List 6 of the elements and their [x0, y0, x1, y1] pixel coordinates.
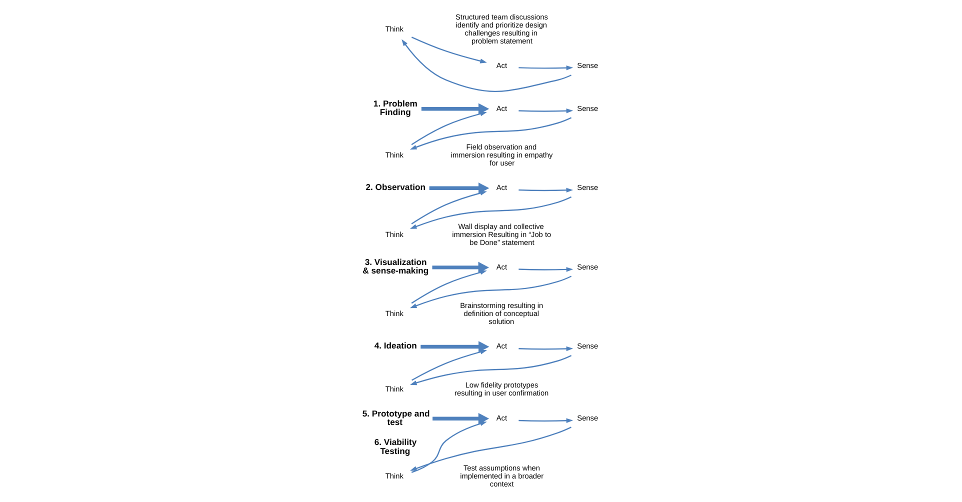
node-text: 6. Viability Testing [374, 437, 417, 456]
node-text: 4. Ideation [374, 340, 417, 350]
node-text: 1. Problem Finding [373, 98, 418, 118]
node-text: 2. Observation [366, 182, 426, 192]
node-text: 3. Visualization & sense-making [362, 257, 429, 276]
node-text: 5. Prototype and test [362, 408, 430, 427]
